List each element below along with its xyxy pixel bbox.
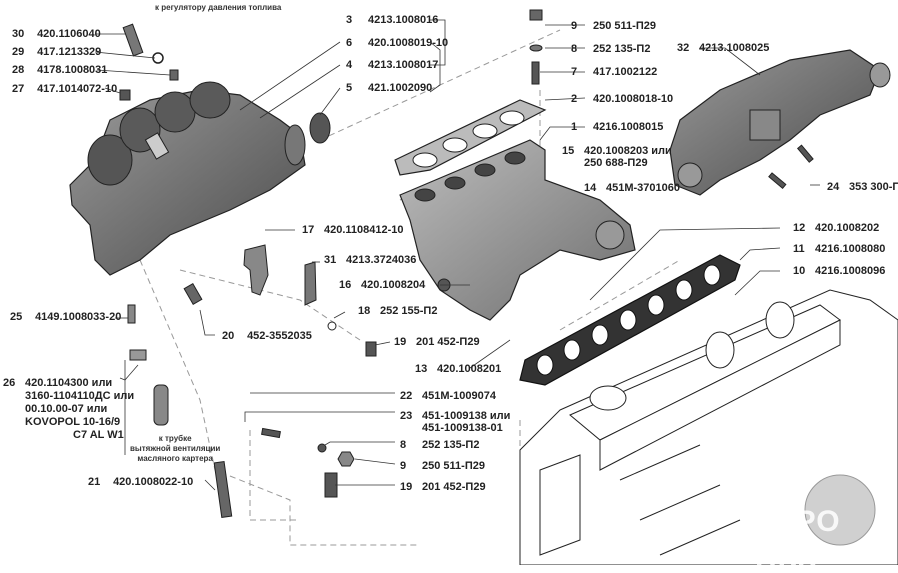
callout-29: 29 417.1213329 [12,46,102,58]
watermark: АГРО НКК [755,505,841,572]
callout-25: 25 4149.1008033-20 [10,311,122,323]
exhaust-manifold [669,49,891,196]
hose-part [153,384,169,426]
hose-part [122,23,144,57]
seal-part [309,112,331,144]
callout-21: 21 420.1008022-10 [88,476,194,488]
sensor-part [183,283,203,305]
engine-block [519,289,898,565]
callout-28: 28 4178.1008031 [12,64,108,76]
bolt-part [365,341,377,357]
note-crankcase-vent: к трубке вытяжной вентиляции масляного к… [130,434,221,463]
fitting-part [169,69,179,81]
callout-20: 20 452-3552035 [222,330,312,342]
bracket-part [243,244,269,296]
leader-lines [94,19,820,491]
intake-manifold-assembly [69,81,306,276]
stud-part [796,144,814,163]
callout-30: 30 420.1106040 [12,28,101,40]
fitting-part [129,349,147,361]
bracket-part [304,261,317,306]
nipple-part [119,89,131,101]
stud-part [768,172,787,190]
lower-intake-manifold [399,139,636,321]
stud-part [261,427,281,439]
valve-part [127,304,136,324]
tube-part [213,461,233,518]
callout-27: 27 417.1014072-10 [12,83,118,95]
note-fuel-regulator: к регулятору давления топлива [155,3,282,12]
